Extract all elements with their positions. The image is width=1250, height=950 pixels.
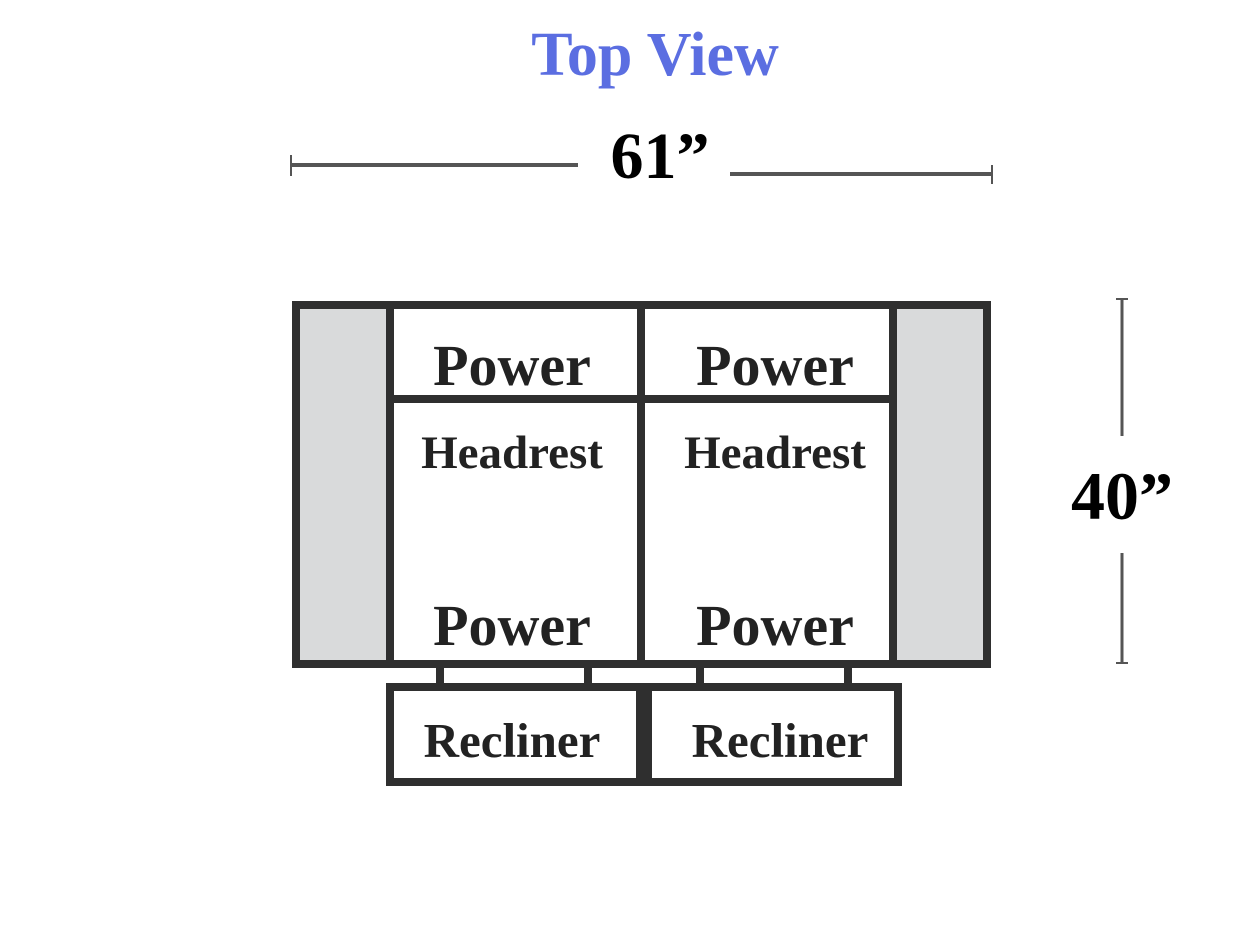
seat-1-middle-label: Headrest bbox=[421, 427, 603, 479]
seat-2-footrest-label: Recliner bbox=[692, 713, 869, 768]
depth-dimension-label: 40” bbox=[1071, 458, 1173, 534]
footrests bbox=[386, 683, 902, 786]
diagram-title: Top View bbox=[531, 21, 779, 89]
width-dimension-label: 61” bbox=[611, 120, 710, 193]
left-arm bbox=[292, 301, 394, 668]
seat-2-cushion bbox=[637, 395, 897, 668]
seat-1-top-label: Power bbox=[433, 333, 591, 398]
seat-1-footrest-label: Recliner bbox=[424, 713, 601, 768]
seat-1-footrest bbox=[386, 683, 644, 786]
footrest-connectors bbox=[436, 660, 852, 691]
sofa-body bbox=[292, 301, 991, 668]
seat-2-top-label: Power bbox=[696, 333, 854, 398]
seat-2-labels: Power Headrest Power Recliner bbox=[684, 333, 868, 768]
seat-1-bottom-label: Power bbox=[433, 593, 591, 658]
seat-2-footrest bbox=[644, 683, 902, 786]
right-arm bbox=[889, 301, 991, 668]
seat-1-labels: Power Headrest Power Recliner bbox=[421, 333, 603, 768]
seat-1-back-section bbox=[386, 301, 645, 403]
width-dimension: 61” bbox=[290, 120, 993, 193]
seat-2-bottom-label: Power bbox=[696, 593, 854, 658]
seat-2-middle-label: Headrest bbox=[684, 427, 866, 479]
depth-dimension: 40” bbox=[1071, 298, 1173, 664]
